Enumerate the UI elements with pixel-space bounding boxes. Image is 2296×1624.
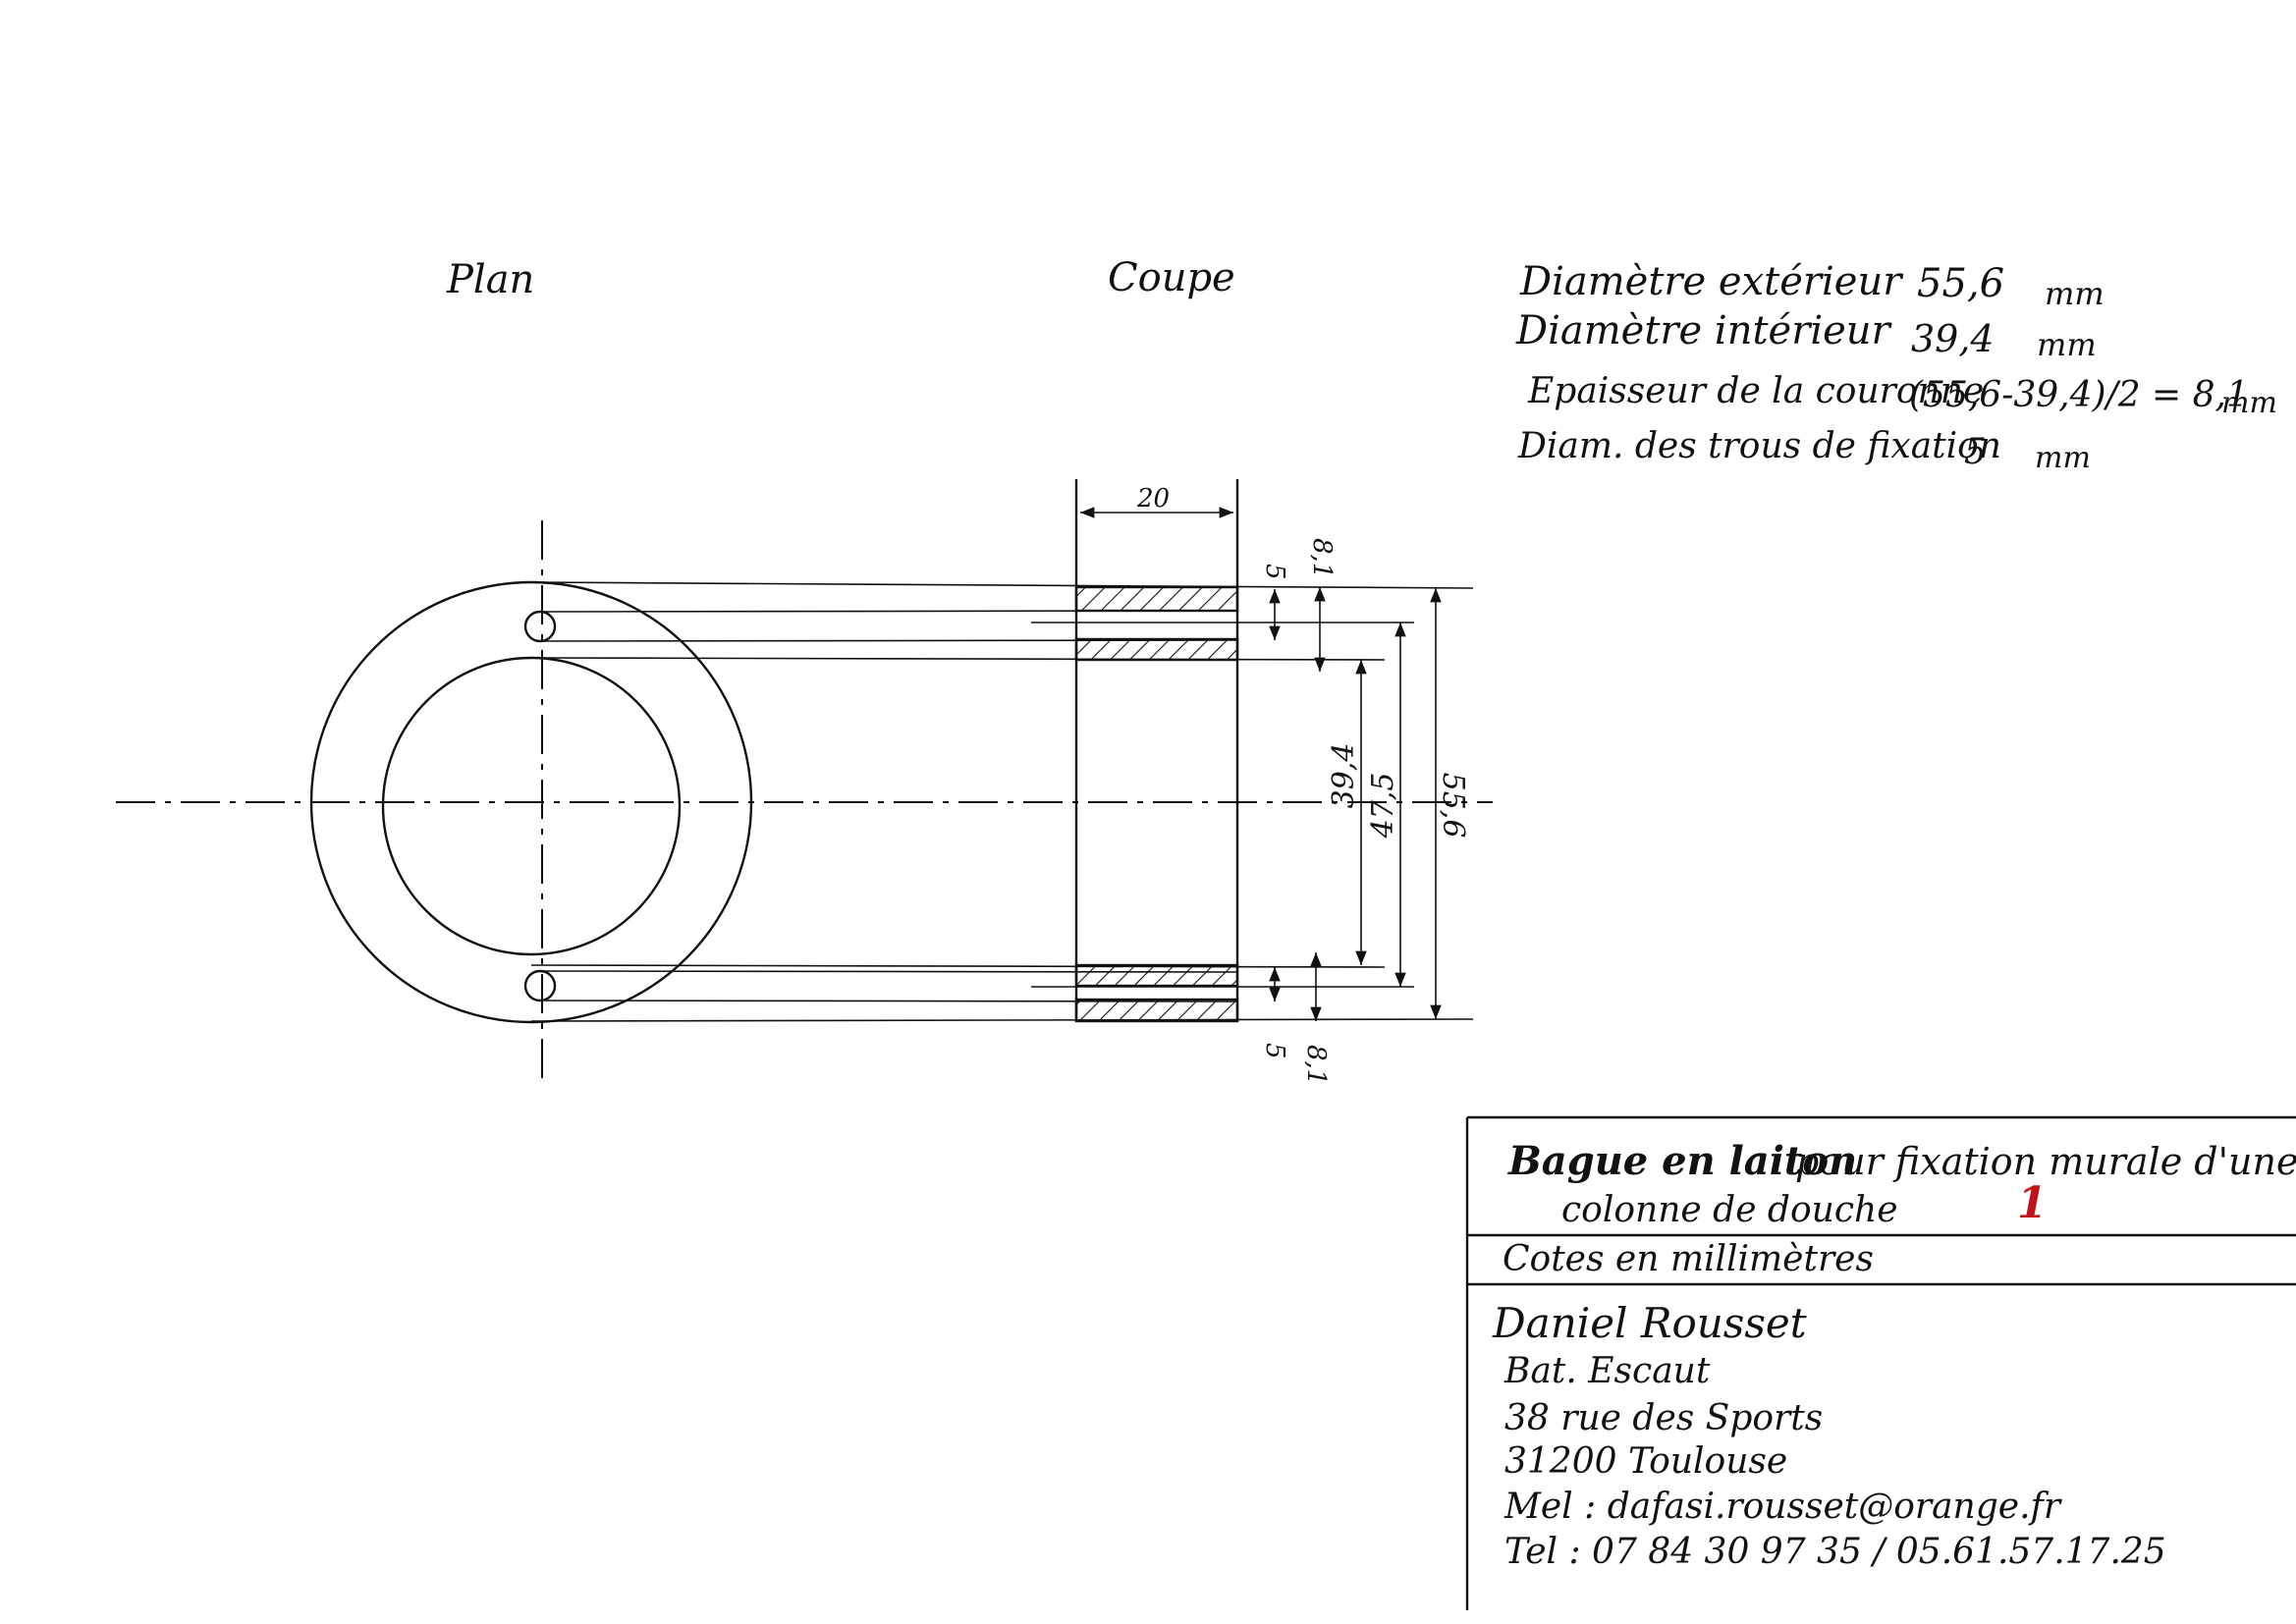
plan-inner-circle xyxy=(381,656,682,956)
spec-label-hole-diameter: Diam. des trous de fixation xyxy=(1517,426,2001,466)
title-bold: Bague en laiton xyxy=(1507,1138,1857,1184)
plan-fixing-hole-top xyxy=(523,610,557,643)
spec-unit-ring-thickness: mm xyxy=(2221,386,2277,420)
spec-label-inner-diameter: Diamètre intérieur xyxy=(1515,308,1893,353)
spec-value-ring-thickness: (55,6-39,4)/2 = 8,1 xyxy=(1909,375,2249,415)
spec-value-inner-diameter: 39,4 xyxy=(1911,317,1995,360)
title-block: Bague en laiton pour fixation murale d'u… xyxy=(1465,1115,2296,1610)
section-wall-top-inner xyxy=(1074,637,1239,662)
section-wall-top-outer xyxy=(1074,585,1239,613)
units-note: Cotes en millimètres xyxy=(1503,1239,1874,1279)
sheet-number: 1 xyxy=(2017,1178,2048,1228)
spec-unit-hole-diameter: mm xyxy=(2035,441,2091,475)
plan-fixing-hole-bottom xyxy=(523,969,557,1002)
title-rest: pour fixation murale d'une xyxy=(1795,1140,2296,1183)
spec-unit-outer-diameter: mm xyxy=(2045,275,2105,312)
plan-view-label: Plan xyxy=(446,257,534,302)
dim-ring-bottom-label: 8,1 xyxy=(1301,1045,1331,1085)
author-name: Daniel Rousset xyxy=(1492,1299,1807,1347)
dim-outer-diameter-label: 55,6 xyxy=(1436,773,1470,839)
dim-hole-top-label: 5 xyxy=(1260,564,1289,580)
dim-inner-diameter-label: 39,4 xyxy=(1327,743,1361,809)
section-view xyxy=(1074,479,1239,1023)
section-wall-bottom-outer xyxy=(1074,998,1239,1023)
section-view-label: Coupe xyxy=(1108,255,1235,300)
author-building: Bat. Escaut xyxy=(1503,1351,1711,1391)
spec-value-outer-diameter: 55,6 xyxy=(1917,261,2004,306)
spec-label-ring-thickness: Epaisseur de la couronne xyxy=(1527,371,1984,411)
specs-block: Diamètre extérieur 55,6 mm Diamètre inté… xyxy=(1515,259,2277,475)
dimensions: 20 5 8,1 39,4 47,5 55,6 5 8,1 xyxy=(1080,484,1470,1085)
author-city: 31200 Toulouse xyxy=(1504,1441,1787,1482)
dim-width-label: 20 xyxy=(1136,484,1170,514)
dim-ring-top-label: 8,1 xyxy=(1307,538,1337,578)
dim-holes-axis-label: 47,5 xyxy=(1366,773,1400,839)
spec-label-outer-diameter: Diamètre extérieur xyxy=(1519,259,1904,304)
title-line-2: colonne de douche xyxy=(1561,1190,1898,1230)
author-street: 38 rue des Sports xyxy=(1504,1398,1823,1438)
spec-value-hole-diameter: 5 xyxy=(1964,432,1987,472)
author-phone: Tel : 07 84 30 97 35 / 05.61.57.17.25 xyxy=(1504,1532,2166,1572)
plan-view xyxy=(116,520,1493,1080)
dim-hole-bottom-label: 5 xyxy=(1260,1043,1289,1059)
author-email: Mel : dafasi.rousset@orange.fr xyxy=(1503,1487,2062,1527)
section-wall-bottom-inner xyxy=(1074,963,1239,988)
spec-unit-inner-diameter: mm xyxy=(2037,326,2097,363)
